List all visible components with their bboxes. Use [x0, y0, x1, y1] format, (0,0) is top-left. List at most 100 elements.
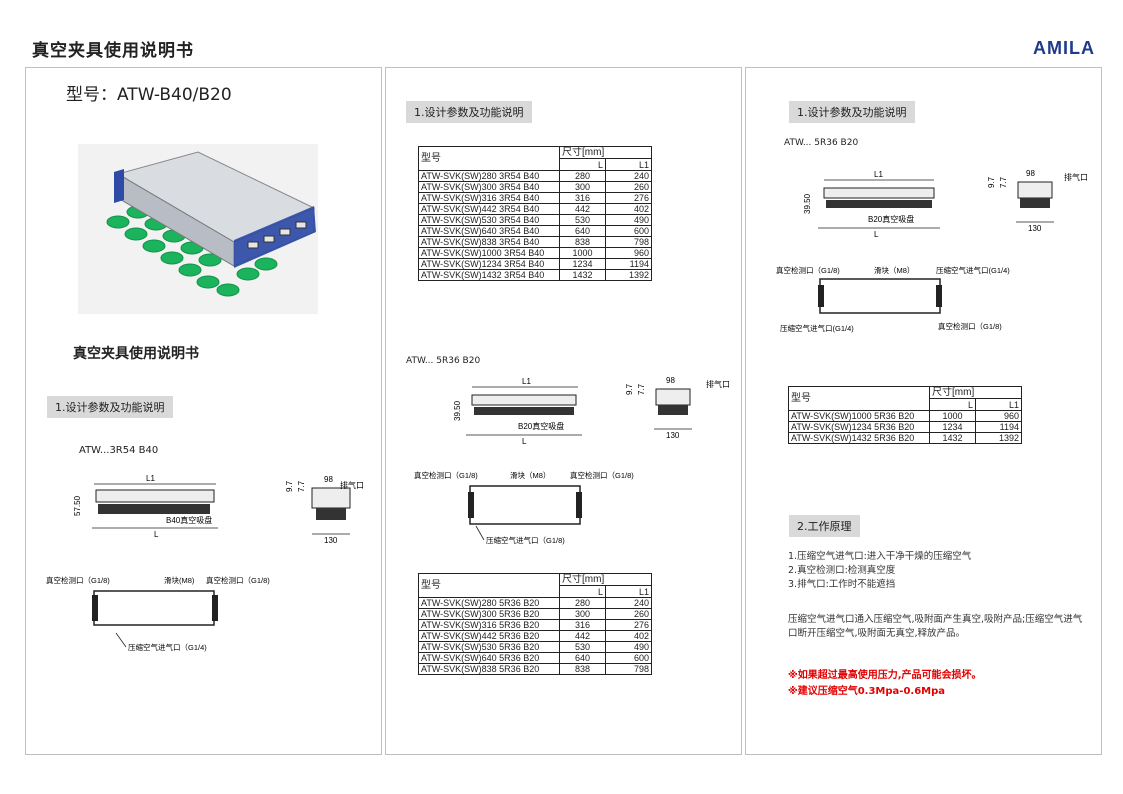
col-size: 尺寸[mm]: [929, 386, 1022, 399]
dim-9.7: 9.7: [987, 176, 996, 188]
col-L1: L1: [605, 585, 652, 598]
col-model: 型号: [418, 146, 560, 171]
exhaust-label: 排气口: [706, 379, 730, 389]
dim-7.7: 7.7: [637, 383, 646, 395]
drawing-ports-b20-large: 真空检测口（G1/8) 滑块（M8） 压缩空气进气口(G1/4) 压缩空气进气口…: [776, 265, 1010, 333]
cup-label: B20真空吸盘: [518, 421, 564, 431]
dim-height: 39.50: [803, 193, 812, 214]
port-slider: 滑块（M8）: [874, 265, 914, 275]
dim-130: 130: [1028, 224, 1042, 233]
section-label-design: 1.设计参数及功能说明: [47, 396, 173, 418]
principle-item: 3.排气口:工作时不能遮挡: [788, 579, 896, 590]
col-L1: L1: [975, 398, 1022, 411]
drawing-b20-large: L1 B20真空吸盘 L 39.50 9.7 7.7 98 130 排气口: [803, 169, 1088, 239]
panel-b40-table: 1.设计参数及功能说明 型号 尺寸[mm] L L1 ATW-SVK(SW)28…: [385, 67, 742, 755]
variant-label-2: ATW... 5R36 B20: [406, 356, 481, 366]
exhaust-label: 排气口: [1064, 172, 1088, 182]
document-title: 真空夹具使用说明书: [32, 41, 194, 61]
port-vac-left: 真空检测口（G1/8): [414, 470, 478, 480]
port-vac-right: 真空检测口（G1/8): [206, 575, 270, 585]
port-vac-left: 真空检测口（G1/8): [776, 265, 840, 275]
col-L: L: [559, 158, 606, 171]
dim-L1: L1: [146, 474, 155, 483]
dim-7.7: 7.7: [297, 480, 306, 492]
principle-item: 1.压缩空气进气口:进入干净干燥的压缩空气: [788, 551, 972, 562]
col-L: L: [559, 585, 606, 598]
dim-98: 98: [1026, 169, 1035, 178]
panel-overview: 型号：ATW-B40/B20 真空夹具使用说明书 1.设计参数及功能说明 ATW…: [25, 67, 382, 755]
exhaust-label: 排气口: [340, 480, 364, 490]
port-air-in: 压缩空气进气口（G1/8): [486, 535, 565, 545]
port-vac-left: 真空检测口（G1/8): [46, 575, 110, 585]
port-air-in-bottom: 压缩空气进气口(G1/4): [780, 323, 854, 333]
model-title: 型号：ATW-B40/B20: [66, 85, 232, 105]
dim-9.7: 9.7: [625, 383, 634, 395]
port-slider: 滑块(M8): [164, 575, 195, 585]
drawing-ports-b40: 真空检测口（G1/8) 滑块(M8) 真空检测口（G1/8) 压缩空气进气口（G…: [46, 575, 270, 652]
dim-130: 130: [666, 431, 680, 440]
col-L: L: [929, 398, 976, 411]
dim-height: 39.50: [453, 400, 462, 421]
dim-7.7: 7.7: [999, 176, 1008, 188]
manual-title: 真空夹具使用说明书: [73, 346, 199, 362]
drawing-b40: L1 L B40真空吸盘 57.50 9.7 7.7 98 130 排气口: [73, 474, 364, 545]
principle-paragraph: 压缩空气进气口通入压缩空气,吸附面产生真空,吸附产品;压缩空气进气口断开压缩空气…: [788, 614, 1083, 639]
port-air-in: 压缩空气进气口（G1/4): [128, 642, 207, 652]
col-model: 型号: [788, 386, 930, 411]
port-air-in-top: 压缩空气进气口(G1/4): [936, 265, 1010, 275]
section-label-design-3: 1.设计参数及功能说明: [789, 101, 915, 123]
brand-logo: AMILA: [1033, 38, 1095, 58]
port-vac-right: 真空检测口（G1/8): [938, 321, 1002, 331]
warning-pressure: ※如果超过最高使用压力,产品可能会损坏。: [788, 670, 982, 681]
panel-principle: 1.设计参数及功能说明 ATW... 5R36 B20 L1 B20真空吸盘 L…: [745, 67, 1102, 755]
variant-label-3: ATW... 5R36 B20: [784, 138, 859, 148]
cup-label: B20真空吸盘: [868, 214, 914, 224]
section-label-design-2: 1.设计参数及功能说明: [406, 101, 532, 123]
warning-recommended: ※建议压缩空气0.3Mpa-0.6Mpa: [788, 686, 946, 697]
port-slider: 滑块（M8）: [510, 470, 550, 480]
drawing-ports-b20: 真空检测口（G1/8) 滑块（M8） 真空检测口（G1/8) 压缩空气进气口（G…: [414, 470, 634, 545]
dim-L: L: [154, 530, 159, 539]
product-image: [78, 144, 318, 314]
principle-item: 2.真空检测口:检测真空度: [788, 565, 896, 576]
dim-130: 130: [324, 536, 338, 545]
dim-height: 57.50: [73, 495, 82, 516]
dim-L: L: [522, 437, 527, 446]
drawing-b20: L1 B20真空吸盘 L 39.50 9.7 7.7 98 130 排气口: [453, 376, 730, 446]
col-model: 型号: [418, 573, 560, 598]
section-label-principle: 2.工作原理: [789, 515, 860, 537]
dim-98: 98: [666, 376, 675, 385]
principle-list: 1.压缩空气进气口:进入干净干燥的压缩空气 2.真空检测口:检测真空度 3.排气…: [788, 550, 1088, 592]
dim-9.7: 9.7: [285, 480, 294, 492]
port-vac-right: 真空检测口（G1/8): [570, 470, 634, 480]
dim-L1: L1: [874, 170, 883, 179]
col-L1: L1: [605, 158, 652, 171]
dim-98: 98: [324, 475, 333, 484]
dim-L1: L1: [522, 377, 531, 386]
col-size: 尺寸[mm]: [559, 146, 652, 159]
cup-label: B40真空吸盘: [166, 515, 212, 525]
col-size: 尺寸[mm]: [559, 573, 652, 586]
